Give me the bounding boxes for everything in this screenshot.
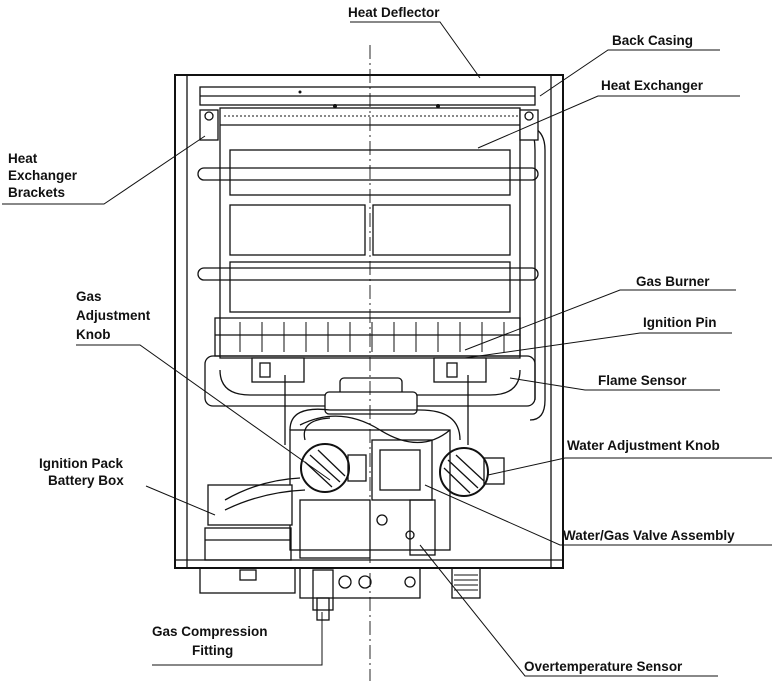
label-heat-exchanger: Heat Exchanger [601,78,704,93]
burner-manifold [204,355,536,415]
battery-box [204,477,306,561]
label-gas-compression-2: Fitting [192,643,233,658]
label-water-adjustment-knob: Water Adjustment Knob [567,438,720,453]
water-gas-valve [289,408,461,559]
heat-deflector [199,86,536,117]
water-heater-drawing [174,45,564,681]
label-heat-exchanger-brackets-3: Brackets [8,185,65,200]
gas-knob [300,443,367,493]
bottom-fittings [199,567,481,621]
leader-lines [2,21,772,677]
label-water-gas-valve-assembly: Water/Gas Valve Assembly [563,528,735,543]
label-gas-adjustment-knob-1: Gas [76,289,102,304]
label-back-casing: Back Casing [612,33,693,48]
label-ignition-pack-1: Ignition Pack [39,456,124,471]
water-knob [439,447,505,497]
label-overtemperature-sensor: Overtemperature Sensor [524,659,683,674]
labels: Heat Deflector Back Casing Heat Exchange… [8,5,735,674]
heat-exchanger [197,107,546,421]
label-gas-burner: Gas Burner [636,274,710,289]
label-ignition-pin: Ignition Pin [643,315,717,330]
label-flame-sensor: Flame Sensor [598,373,687,388]
label-gas-adjustment-knob-3: Knob [76,327,111,342]
gas-burner [214,317,521,357]
label-ignition-pack-2: Battery Box [48,473,124,488]
label-heat-exchanger-brackets-1: Heat [8,151,38,166]
label-heat-deflector: Heat Deflector [348,5,440,20]
label-gas-compression-1: Gas Compression [152,624,268,639]
label-heat-exchanger-brackets-2: Exchanger [8,168,78,183]
label-gas-adjustment-knob-2: Adjustment [76,308,151,323]
